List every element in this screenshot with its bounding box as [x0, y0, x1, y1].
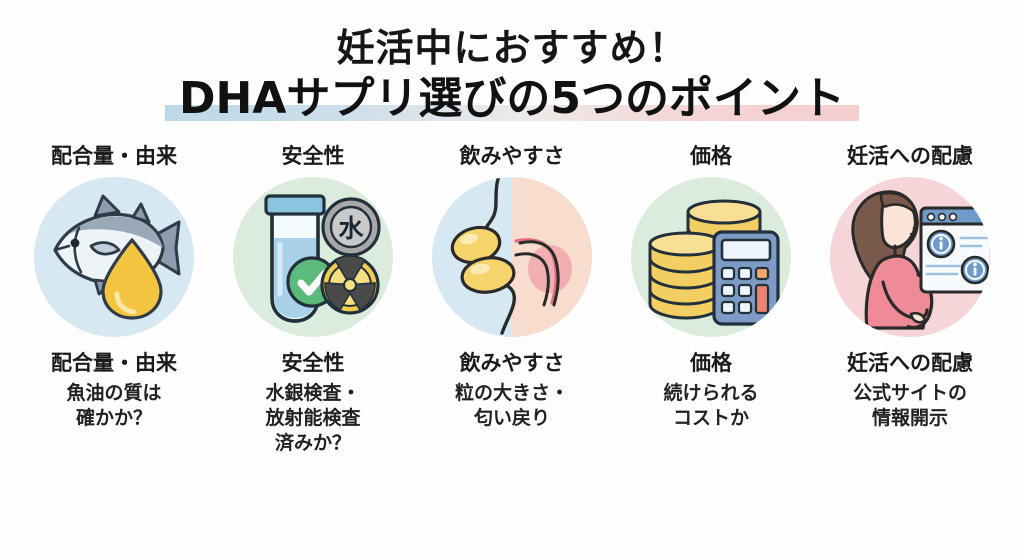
point-3-description: 粒の大きさ・ 匂い戻り	[454, 382, 569, 430]
title-underline-highlight	[164, 105, 859, 122]
point-4-description: 続けられる コストか	[663, 382, 759, 430]
point-4-label: 価格	[689, 351, 732, 376]
point-1-description: 魚油の質は 確かか？	[66, 382, 162, 430]
pregnant-woman-website-icon	[851, 190, 989, 330]
point-3-footer: 飲みやすさ 粒の大きさ・ 匂い戻り	[455, 351, 569, 431]
point-2-header: 安全性	[281, 144, 345, 169]
title-block: 妊活中におすすめ！ DHAサプリ選びの5つのポイント	[132, 26, 892, 123]
point-2-icon-circle: 水	[233, 177, 393, 338]
point-1-label: 配合量・由来	[51, 351, 177, 376]
point-column-1: 配合量・由来	[21, 145, 207, 431]
page-title-line2: DHAサプリ選びの5つのポイント	[178, 72, 845, 124]
mercury-badge-text: 水	[338, 214, 364, 243]
page-title-line1: 妊活中におすすめ！	[336, 26, 688, 70]
point-1-icon-circle	[34, 177, 194, 338]
point-4-icon-circle	[631, 177, 791, 338]
title-line2-wrapper: DHAサプリ選びの5つのポイント	[164, 72, 859, 124]
swallowing-capsules-icon	[450, 177, 572, 336]
point-4-header: 価格	[690, 144, 732, 169]
point-3-label: 飲みやすさ	[459, 351, 565, 376]
point-column-4: 価格	[618, 145, 804, 431]
point-5-description: 公式サイトの 情報開示	[852, 382, 967, 430]
point-column-3: 飲みやすさ	[419, 145, 605, 431]
point-2-label: 安全性	[281, 351, 345, 376]
point-5-footer: 妊活への配慮 公式サイトの 情報開示	[847, 351, 973, 431]
points-row: 配合量・由来	[7, 145, 1017, 455]
point-column-2: 安全性 水	[220, 145, 406, 455]
point-5-icon-circle	[830, 177, 990, 338]
fish-oil-drop-icon	[53, 194, 181, 320]
test-tube-safety-icon: 水	[264, 194, 381, 324]
point-2-footer: 安全性 水銀検査・ 放射能検査 済みか？	[265, 351, 360, 455]
point-3-icon-circle	[432, 177, 592, 338]
point-column-5: 妊活への配慮	[817, 145, 1003, 431]
coins-calculator-icon	[648, 199, 780, 326]
point-1-footer: 配合量・由来 魚油の質は 確かか？	[51, 351, 177, 431]
point-1-header: 配合量・由来	[51, 144, 177, 169]
point-5-header: 妊活への配慮	[847, 144, 973, 169]
point-5-label: 妊活への配慮	[847, 351, 973, 376]
point-4-footer: 価格 続けられる コストか	[663, 351, 758, 431]
point-3-header: 飲みやすさ	[459, 144, 565, 169]
point-2-description: 水銀検査・ 放射能検査 済みか？	[265, 382, 361, 454]
